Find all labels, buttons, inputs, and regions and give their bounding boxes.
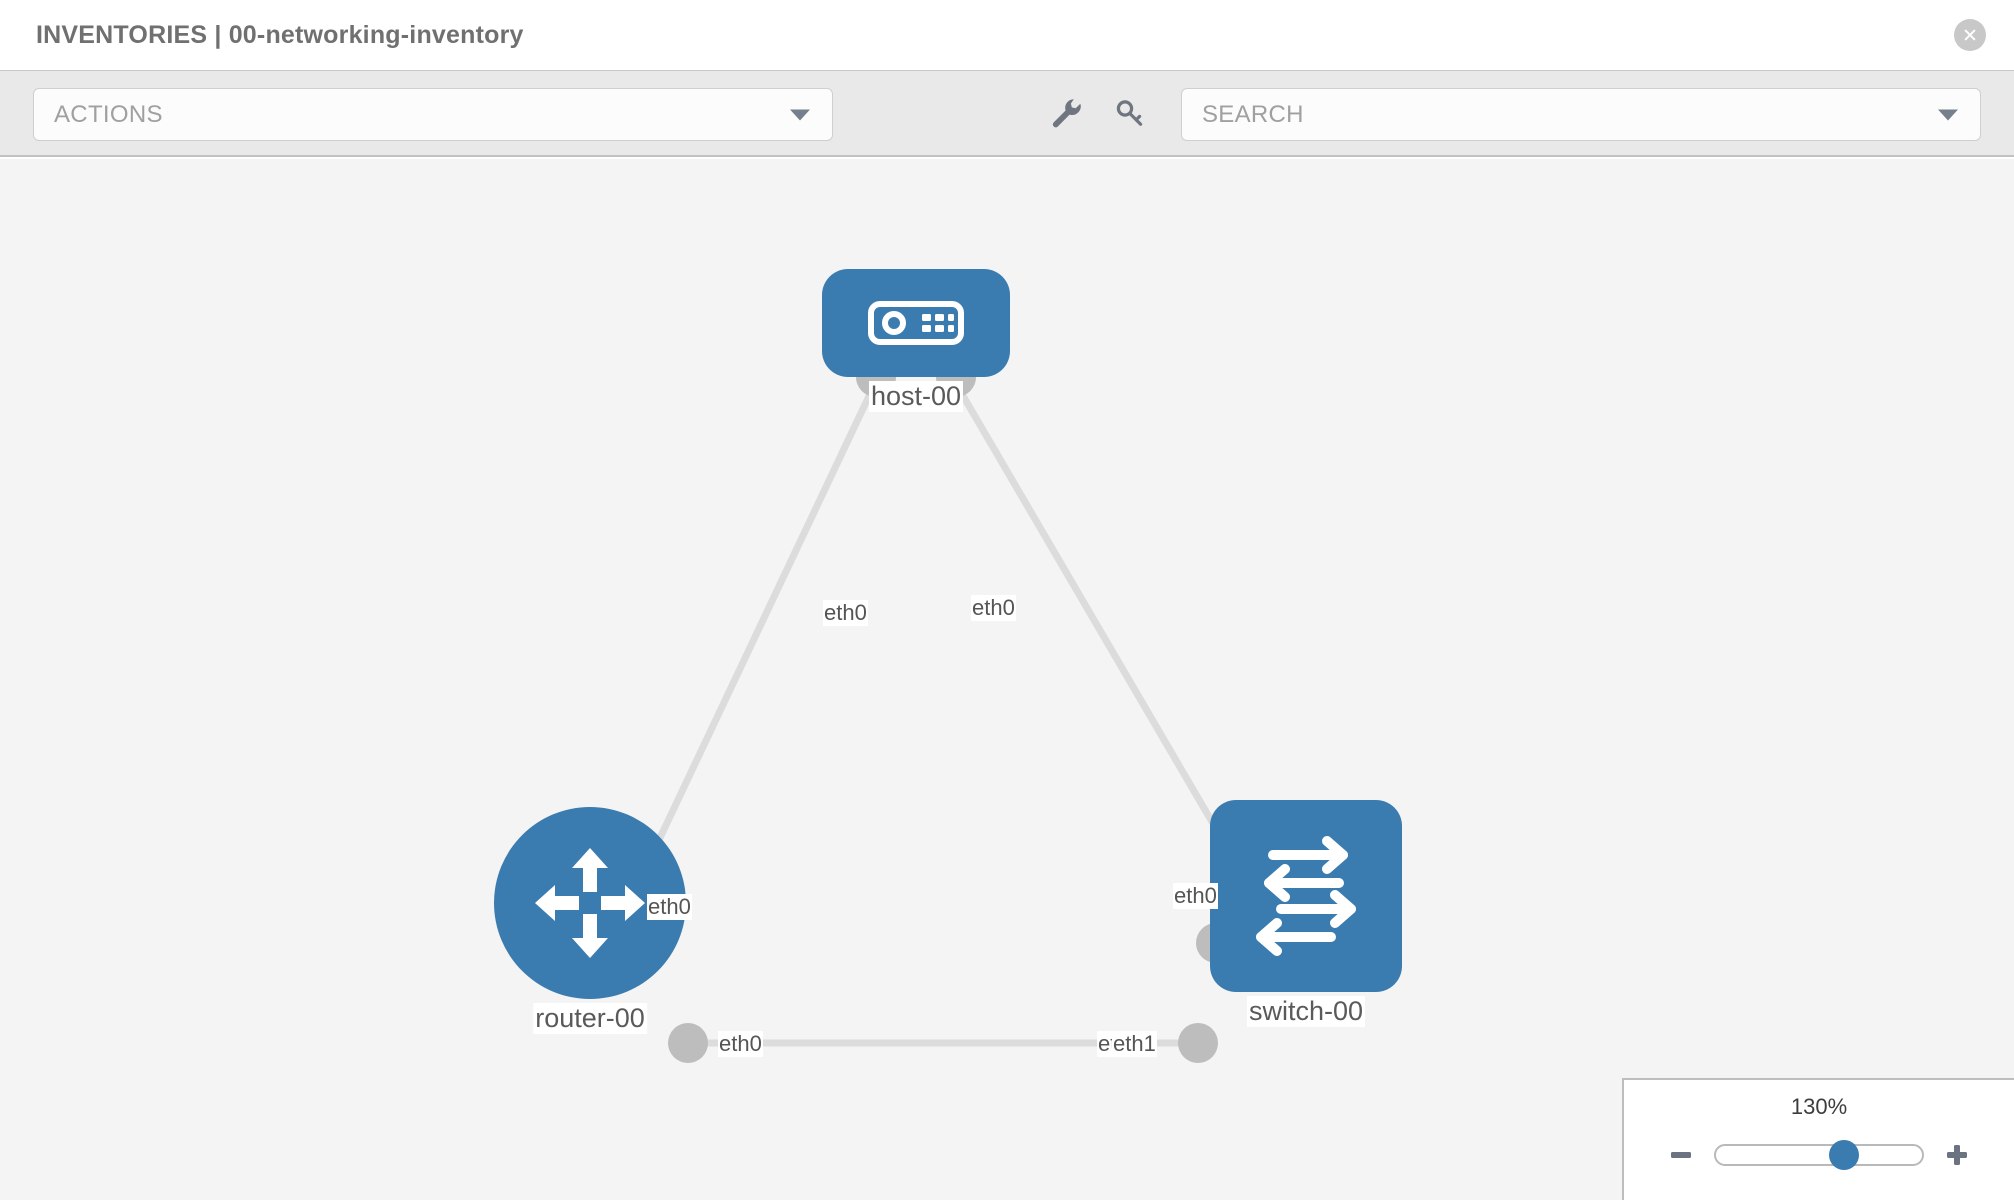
port-router00-eth0[interactable] — [668, 1023, 708, 1063]
chevron-down-icon[interactable] — [1938, 109, 1958, 120]
node-switch-00[interactable]: switch-00 — [1210, 800, 1402, 1027]
node-router-00[interactable]: router-00 — [494, 807, 686, 1034]
chevron-down-icon — [790, 109, 810, 120]
switch-icon — [1256, 836, 1356, 956]
edge-label-router00-up: eth0 — [647, 894, 692, 920]
node-router-00-shape[interactable] — [494, 807, 686, 999]
zoom-slider-thumb[interactable] — [1828, 1140, 1859, 1170]
node-switch-00-label: switch-00 — [1246, 996, 1366, 1027]
close-icon[interactable] — [1954, 19, 1986, 51]
actions-dropdown[interactable]: ACTIONS — [33, 88, 833, 141]
search-placeholder: SEARCH — [1202, 100, 1304, 128]
page-header: INVENTORIES | 00-networking-inventory — [0, 0, 2014, 70]
key-icon[interactable] — [1110, 93, 1150, 133]
wrench-icon[interactable] — [1046, 93, 1086, 133]
minus-icon[interactable] — [1664, 1138, 1698, 1172]
port-switch00-eth1[interactable] — [1178, 1023, 1218, 1063]
node-router-00-label: router-00 — [533, 1003, 647, 1034]
zoom-slider-row — [1624, 1138, 2014, 1172]
plus-icon[interactable] — [1940, 1138, 1974, 1172]
search-input[interactable]: SEARCH — [1181, 88, 1981, 141]
edge-label-host00-right: eth0 — [971, 595, 1016, 621]
page-title: INVENTORIES | 00-networking-inventory — [36, 20, 524, 49]
zoom-slider[interactable] — [1714, 1140, 1924, 1170]
edge-host00-router00 — [646, 373, 882, 863]
topology-canvas[interactable]: host-00 router-00 — [0, 159, 2014, 1200]
zoom-control-panel: 130% — [1622, 1078, 2014, 1200]
edge-label-switch00-eth1: eth1 — [1112, 1031, 1157, 1057]
edge-host00-switch00 — [948, 373, 1226, 843]
edge-label-router00-eth0: eth0 — [718, 1031, 763, 1057]
edge-label-switch00-up: eth0 — [1173, 883, 1218, 909]
zoom-level-value: 130% — [1790, 1094, 1848, 1119]
node-switch-00-shape[interactable] — [1210, 800, 1402, 992]
node-host-00-shape[interactable] — [822, 269, 1010, 377]
edge-label-host00-left: eth0 — [823, 600, 868, 626]
toolbar: ACTIONS SEARCH — [0, 70, 2014, 157]
server-icon — [868, 301, 964, 345]
node-host-00[interactable]: host-00 — [822, 269, 1010, 412]
node-host-00-label: host-00 — [868, 381, 964, 412]
actions-dropdown-label: ACTIONS — [54, 100, 163, 128]
router-icon — [535, 848, 645, 958]
